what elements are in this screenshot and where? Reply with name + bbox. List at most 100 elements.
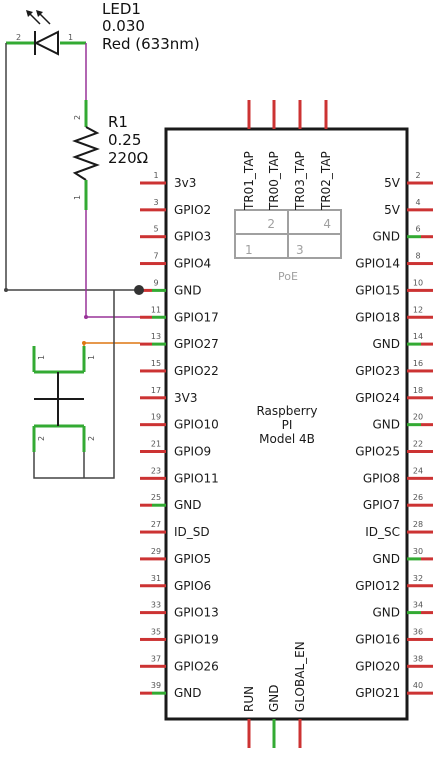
pin-label-gpio22-15: GPIO22 (174, 364, 219, 378)
right-pin-column: 25V45V6GND8GPIO1410GPIO1512GPIO1814GND16… (355, 171, 433, 700)
pin-label-gpio14-8: GPIO14 (355, 257, 400, 271)
pin-label-5v-2: 5V (384, 176, 401, 190)
led-arrow-2 (38, 12, 51, 25)
led-arrow-1 (28, 12, 41, 25)
pin-label-gpio2-3: GPIO2 (174, 203, 211, 217)
pin-number-17: 17 (151, 386, 161, 395)
button-pin-2b: 2 (87, 436, 96, 441)
led1: 2 1 LED1 0.030 Red (633nm) (6, 0, 200, 56)
led-pin-1: 1 (68, 33, 73, 42)
button-pin-1b: 1 (87, 355, 96, 360)
left-pin-column: 13v33GPIO25GPIO37GPIO49GND11GPIO1713GPIO… (140, 171, 219, 700)
pin-number-10: 10 (413, 278, 423, 287)
pin-number-21: 21 (151, 440, 161, 449)
pin-label-gnd-14: GND (372, 337, 400, 351)
pin-number-32: 32 (413, 574, 423, 583)
pin-label-5v-4: 5V (384, 203, 401, 217)
pin-number-31: 31 (151, 574, 161, 583)
led-name: LED1 (102, 0, 141, 18)
pin-number-18: 18 (413, 386, 423, 395)
poe-label: PoE (278, 270, 298, 283)
pin-label-bottom-run: RUN (242, 686, 256, 712)
pin-label-gpio13-33: GPIO13 (174, 606, 219, 620)
pin-label-gpio16-36: GPIO16 (355, 632, 400, 646)
pin-number-29: 29 (151, 547, 161, 556)
pin-number-27: 27 (151, 520, 161, 529)
pin-label-gpio19-35: GPIO19 (174, 632, 219, 646)
pin-number-5: 5 (153, 225, 158, 234)
led-color: Red (633nm) (102, 35, 200, 53)
pin-number-6: 6 (415, 225, 420, 234)
pin-label-gpio18-12: GPIO18 (355, 310, 400, 324)
pin-label-id-sc-28: ID_SC (365, 525, 400, 539)
pin-number-23: 23 (151, 466, 161, 475)
junction-gnd (134, 285, 144, 295)
resistor-value: 220Ω (108, 149, 148, 167)
pin-label-bottom-global-en: GLOBAL_EN (293, 641, 307, 712)
poe-cell-4: 4 (323, 217, 331, 231)
board-title-line-2: PI (282, 418, 293, 432)
poe-cell-2: 2 (267, 217, 275, 231)
wires (4, 43, 144, 479)
pin-label-gnd-30: GND (372, 552, 400, 566)
pin-label-3v3-1: 3v3 (174, 176, 196, 190)
led-pin-2: 2 (16, 33, 21, 42)
pin-number-2: 2 (415, 171, 420, 180)
pin-label-gpio20-38: GPIO20 (355, 659, 400, 673)
pin-number-19: 19 (151, 413, 161, 422)
wire-button-to-gnd (33, 290, 115, 479)
led-triangle (33, 30, 59, 56)
pin-label-gpio8-24: GPIO8 (363, 471, 400, 485)
pin-label-tr00-tap: TR00_TAP (267, 151, 281, 211)
pin-number-40: 40 (413, 681, 423, 690)
pin-label-gpio27-13: GPIO27 (174, 337, 219, 351)
poe-header: 2 4 1 3 PoE (234, 209, 342, 283)
pin-number-37: 37 (151, 654, 161, 663)
pin-label-gpio17-11: GPIO17 (174, 310, 219, 324)
pin-number-30: 30 (413, 547, 423, 556)
pin-number-12: 12 (413, 305, 423, 314)
board-title-line-3: Model 4B (259, 432, 315, 446)
pin-number-1: 1 (153, 171, 158, 180)
pin-label-tr01-tap: TR01_TAP (242, 151, 256, 211)
resistor-r1: 2 1 R1 0.25 220Ω (72, 100, 148, 210)
pin-number-38: 38 (413, 654, 423, 663)
pin-number-39: 39 (151, 681, 161, 690)
pin-label-gnd-34: GND (372, 606, 400, 620)
wire-button-to-gpio27 (83, 342, 140, 346)
pin-number-33: 33 (151, 601, 161, 610)
wire-resistor-to-gpio17 (85, 210, 140, 318)
pin-label-gnd-9: GND (174, 283, 202, 297)
pin-label-gpio12-32: GPIO12 (355, 579, 400, 593)
pin-label-gnd-20: GND (372, 418, 400, 432)
pin-label-gpio5-29: GPIO5 (174, 552, 211, 566)
junction-gpio27 (82, 341, 86, 345)
led-value: 0.030 (102, 17, 145, 35)
pin-label-gpio23-16: GPIO23 (355, 364, 400, 378)
board-title: Raspberry PI Model 4B (256, 404, 317, 446)
pin-number-25: 25 (151, 493, 161, 502)
pin-number-36: 36 (413, 627, 423, 636)
led-arrowhead-2 (36, 10, 43, 17)
pin-number-34: 34 (413, 601, 423, 610)
pin-label-gpio4-7: GPIO4 (174, 257, 211, 271)
pin-label-gnd-39: GND (174, 686, 202, 700)
pin-label-gpio10-19: GPIO10 (174, 418, 219, 432)
pin-label-3v3-17: 3V3 (174, 391, 197, 405)
pin-number-4: 4 (415, 198, 420, 207)
poe-cell-1: 1 (245, 243, 253, 257)
resistor-pin-1: 1 (73, 195, 82, 200)
pin-label-gnd-6: GND (372, 230, 400, 244)
pin-number-11: 11 (151, 305, 161, 314)
pin-label-tr02-tap: TR02_TAP (319, 151, 333, 211)
pin-number-22: 22 (413, 440, 423, 449)
pin-number-14: 14 (413, 332, 423, 341)
pin-number-3: 3 (153, 198, 158, 207)
pin-label-gpio24-18: GPIO24 (355, 391, 400, 405)
push-button: 1 1 2 2 (32, 346, 96, 452)
pin-label-gpio9-21: GPIO9 (174, 445, 211, 459)
pin-number-20: 20 (413, 413, 423, 422)
